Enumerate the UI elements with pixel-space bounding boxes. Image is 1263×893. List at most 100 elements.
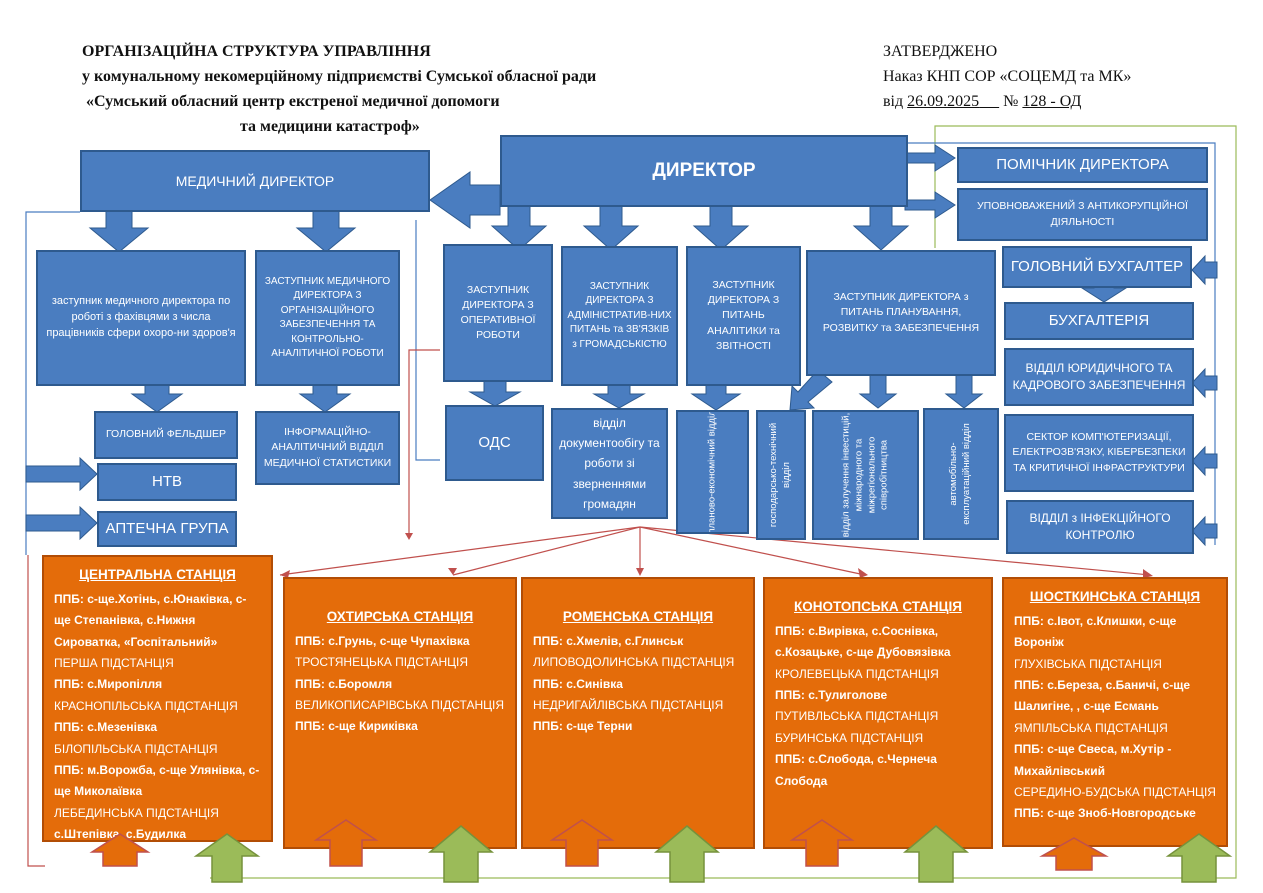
deputy-med-specialists-box: заступник медичного директора по роботі … [36, 250, 246, 386]
investment-dept-box: відділ залучення інвестицій, міжнародног… [812, 410, 919, 540]
station-line: ПЕРША ПІДСТАНЦІЯ [54, 656, 174, 671]
deputy-planning-box: ЗАСТУПНИК ДИРЕКТОРА з ПИТАНЬ ПЛАНУВАННЯ,… [806, 250, 996, 376]
arrow-to-medical-director [429, 171, 501, 229]
arrow-dir-down-4 [852, 204, 910, 251]
station-line: ППБ: с.Грунь, с-ще Чупахівка [295, 634, 470, 649]
station-line: ППБ: с.Слобода, с.Чернеча Слобода [775, 752, 937, 788]
station-konotop: КОНОТОПСЬКА СТАНЦІЯ ППБ: с.Вирівка, с.Со… [763, 577, 993, 849]
station-central: ЦЕНТРАЛЬНА СТАНЦІЯ ППБ: с-ще.Хотінь, с.Ю… [42, 555, 273, 842]
approval-number-prefix: № [1003, 93, 1019, 110]
station-shostka: ШОСТКИНСЬКА СТАНЦІЯ ППБ: с.Івот, с.Клишк… [1002, 577, 1228, 847]
station-title: ЦЕНТРАЛЬНА СТАНЦІЯ [79, 567, 236, 582]
red-up-arrow-shostka [1039, 837, 1109, 871]
header-org-name: «Сумський обласний центр екстреної медич… [86, 93, 500, 110]
approval-date-line: від 26.09.2025 № 128 - ОД [883, 93, 1081, 111]
approval-order: Наказ КНП СОР «СОЦЕМД та МК» [883, 68, 1132, 85]
docs-dept-box: відділ документообігу та роботи зі зверн… [551, 408, 668, 519]
station-line: БУРИНСЬКА ПІДСТАНЦІЯ [775, 730, 924, 745]
deputy-admin-box: ЗАСТУПНИК ДИРЕКТОРА З АДМІНІСТРАТИВ-НИХ … [561, 246, 678, 386]
deputy-med-org-box: ЗАСТУПНИК МЕДИЧНОГО ДИРЕКТОРА З ОРГАНІЗА… [255, 250, 400, 386]
station-line: БІЛОПІЛЬСЬКА ПІДСТАНЦІЯ [54, 741, 218, 756]
station-line: ППБ: с-ще.Хотінь, с.Юнаківка, с-ще Степа… [54, 592, 247, 649]
arrow-to-anticorruption [904, 191, 956, 219]
arrow-chief-accountant [1191, 254, 1218, 286]
station-line: ППБ: с.Вирівка, с.Соснівка, с.Козацьке, … [775, 624, 951, 660]
ods-box: ОДС [445, 405, 544, 481]
station-line: ППБ: с.Тулиголове [775, 688, 888, 703]
deputy-analytics-box: ЗАСТУПНИК ДИРЕКТОРА З ПИТАНЬ АНАЛІТИКИ т… [686, 246, 801, 386]
station-line: ППБ: м.Ворожба, с-ще Улянівка, с-ще Мико… [54, 762, 260, 799]
header-subtitle: у комунальному некомерційному підприємст… [82, 68, 597, 85]
station-line: КРАСНОПІЛЬСЬКА ПІДСТАНЦІЯ [54, 698, 238, 713]
station-line: ВЕЛИКОПИСАРІВСЬКА ПІДСТАНЦІЯ [295, 698, 504, 713]
station-line: ПУТИВЛЬСЬКА ПІДСТАНЦІЯ [775, 709, 939, 724]
medical-director-box: МЕДИЧНИЙ ДИРЕКТОР [80, 150, 430, 212]
assistant-director-box: ПОМІЧНИК ДИРЕКТОРА [957, 147, 1208, 183]
station-line: ППБ: с.Береза, с.Баничі, с-ще Шалигіне, … [1014, 678, 1191, 714]
chief-accountant-box: ГОЛОВНИЙ БУХГАЛТЕР [1002, 246, 1192, 288]
station-line: ППБ: с-ще Кириківка [295, 719, 418, 734]
arrow-infection [1191, 515, 1218, 547]
arrow-down-household [789, 369, 833, 411]
station-line: ЛЕБЕДИНСЬКА ПІДСТАНЦІЯ [54, 805, 219, 820]
station-title: РОМЕНСЬКА СТАНЦІЯ [562, 609, 714, 624]
household-dept-box: господарсько-технічний відділ [756, 410, 806, 540]
approval-title: ЗАТВЕРДЖЕНО [883, 43, 998, 60]
station-line: ППБ: с-ще Терни [533, 719, 633, 734]
station-line: КРОЛЕВЕЦЬКА ПІДСТАНЦІЯ [775, 666, 939, 681]
accounting-box: БУХГАЛТЕРІЯ [1004, 302, 1194, 340]
arrow-med-down-1 [88, 209, 150, 253]
pharmacy-group-box: АПТЕЧНА ГРУПА [97, 511, 237, 547]
station-line: ППБ: с.Синівка [533, 676, 623, 691]
approval-date-prefix: від [883, 93, 904, 110]
green-up-arrow-romny [653, 825, 721, 883]
planning-econ-dept-box: планово-економічний відділ [676, 410, 749, 534]
director-box: ДИРЕКТОР [500, 135, 908, 207]
red-up-arrow-romny [549, 819, 615, 867]
arrow-legal [1191, 367, 1218, 399]
station-okhtyrka: ОХТИРСЬКА СТАНЦІЯ ППБ: с.Грунь, с-ще Чуп… [283, 577, 517, 849]
station-line: НЕДРИГАЙЛІВСЬКА ПІДСТАНЦІЯ [533, 698, 724, 713]
arrow-ntv [25, 456, 98, 492]
arrow-down-ods [468, 379, 522, 407]
green-up-arrow-konotop [902, 825, 970, 883]
header-title: ОРГАНІЗАЦІЙНА СТРУКТУРА УПРАВЛІННЯ [82, 43, 431, 60]
arrow-to-assistant [904, 144, 956, 172]
header-org-name-2: та медицини катастроф» [240, 118, 420, 135]
arrow-dir-down-1 [490, 204, 548, 251]
red-up-arrow-konotop [789, 819, 855, 867]
deputy-operative-box: ЗАСТУПНИК ДИРЕКТОРА З ОПЕРАТИВНОЇ РОБОТИ [443, 244, 553, 382]
station-line: ГЛУХІВСЬКА ПІДСТАНЦІЯ [1014, 656, 1162, 671]
station-title: ОХТИРСЬКА СТАНЦІЯ [326, 609, 474, 624]
station-line: СЕРЕДИНО-БУДСЬКА ПІДСТАНЦІЯ [1014, 784, 1216, 799]
approval-number: 128 - ОД [1022, 93, 1082, 110]
green-up-arrow-shostka [1165, 833, 1233, 883]
arrow-dir-down-2 [582, 204, 640, 251]
infection-control-box: ВІДДІЛ з ІНФЕКЦІЙНОГО КОНТРОЛЮ [1006, 500, 1194, 554]
green-up-arrow-okhtyrka [427, 825, 495, 883]
station-title: ШОСТКИНСЬКА СТАНЦІЯ [1029, 589, 1201, 604]
station-romny: РОМЕНСЬКА СТАНЦІЯ ППБ: с.Хмелів, с.Глинс… [521, 577, 755, 849]
approval-date: 26.09.2025 [907, 93, 980, 110]
arrow-dir-down-3 [692, 204, 750, 251]
station-line: ТРОСТЯНЕЦЬКА ПІДСТАНЦІЯ [295, 655, 468, 670]
ntv-box: НТВ [97, 463, 237, 501]
it-sector-box: СЕКТОР КОМП'ЮТЕРИЗАЦІЇ, ЕЛЕКТРОЗВ'ЯЗКУ, … [1004, 414, 1194, 492]
arrow-pharmacy [25, 505, 98, 541]
station-line: ППБ: с.Мезенівка [54, 720, 158, 735]
motor-dept-box: автомобільно-експлуатаційний відділ [923, 408, 999, 540]
station-line: ППБ: с.Миропілля [54, 677, 163, 692]
green-up-arrow-central [193, 833, 261, 883]
chief-paramedic-box: ГОЛОВНИЙ ФЕЛЬДШЕР [94, 411, 238, 459]
station-line: ППБ: с.Боромля [295, 676, 393, 691]
station-line: ППБ: с.Івот, с.Клишки, с-ще Воронiж [1014, 614, 1177, 650]
station-line: ППБ: с-ще Свеса, м.Хутір - Михайлівський [1014, 742, 1172, 778]
station-line: ППБ: с-ще Зноб-Новгородське [1014, 806, 1196, 821]
station-title: КОНОТОПСЬКА СТАНЦІЯ [794, 599, 962, 614]
arrow-it [1191, 445, 1218, 477]
station-line: ЛИПОВОДОЛИНСЬКА ПІДСТАНЦІЯ [533, 655, 735, 670]
station-line: ЯМПІЛЬСЬКА ПІДСТАНЦІЯ [1014, 720, 1168, 735]
station-line: ППБ: с.Хмелів, с.Глинськ [533, 634, 684, 649]
anticorruption-box: УПОВНОВАЖЕНИЙ З АНТИКОРУПЦІЙНОЇ ДІЯЛЬНОС… [957, 188, 1208, 241]
